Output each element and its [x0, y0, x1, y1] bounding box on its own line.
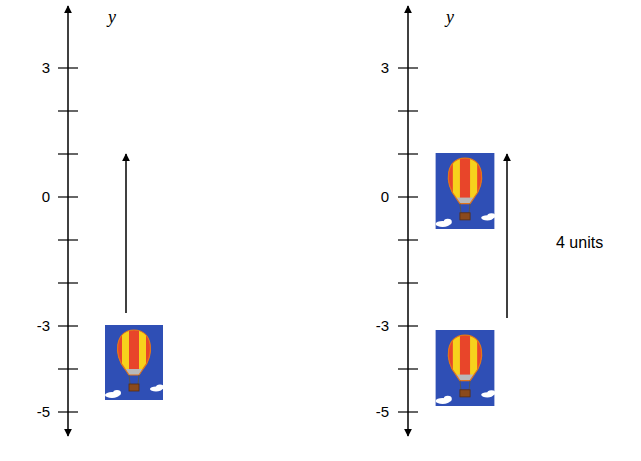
tick-label: -5 — [37, 404, 50, 421]
axis-label: y — [108, 8, 116, 28]
tick-label: 3 — [381, 60, 389, 77]
tick-label: 0 — [42, 189, 50, 206]
number-line — [398, 6, 418, 436]
balloon-picture — [105, 325, 164, 400]
movement-arrow — [125, 154, 127, 313]
tick-label: -5 — [376, 404, 389, 421]
axis-label: y — [446, 8, 454, 28]
number-line — [58, 6, 78, 436]
tick-label: 3 — [42, 60, 50, 77]
balloon-picture — [436, 330, 496, 406]
tick-label: -3 — [376, 318, 389, 335]
distance-label: 4 units — [556, 234, 603, 252]
tick-label: -3 — [37, 318, 50, 335]
balloon-picture — [436, 153, 496, 229]
movement-arrow — [506, 154, 508, 318]
tick-label: 0 — [381, 189, 389, 206]
